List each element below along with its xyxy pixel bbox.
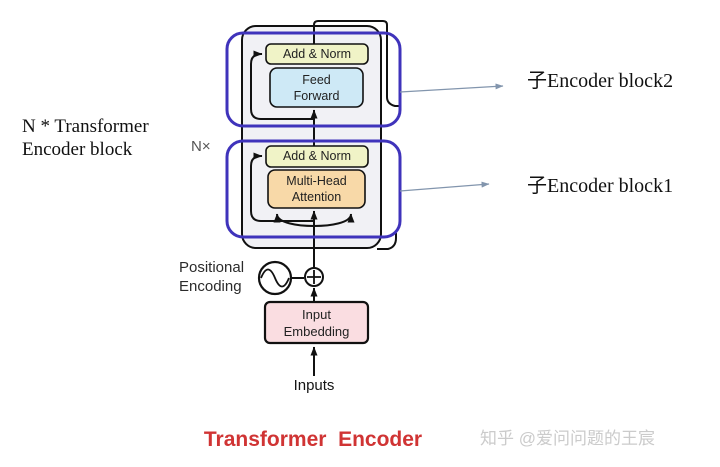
- positional-encoding-line1: Positional: [179, 259, 245, 276]
- input-embedding-line1: Input: [302, 306, 331, 322]
- input-embedding-label: Input Embedding: [265, 302, 368, 343]
- input-embedding-line2: Embedding: [283, 323, 350, 339]
- feed-forward-line1: Feed: [302, 72, 331, 87]
- left-note-line1: N * Transformer: [22, 116, 149, 137]
- multi-head-line1: Multi-Head: [286, 174, 347, 188]
- diagram-title: Transformer Encoder: [203, 428, 423, 451]
- encoder-output-line: [313, 20, 399, 107]
- input-embedding-box: [263, 300, 370, 345]
- positional-encoding-label: Positional Encoding: [179, 258, 244, 296]
- attention-fan-left-arrow: [273, 213, 315, 227]
- add-norm-top-label: Add & Norm: [282, 47, 352, 61]
- add-norm-bottom-label: Add & Norm: [282, 149, 352, 163]
- cropped-connector-line: [377, 233, 397, 250]
- residual-arrow-top: [250, 50, 314, 120]
- feed-forward-line2: Forward: [293, 88, 340, 103]
- positional-encoding-line2: Encoding: [179, 278, 242, 295]
- annotation-arrow-block1: [399, 181, 490, 192]
- left-note-line2: Encoder block: [22, 139, 133, 160]
- residual-arrow-bottom: [250, 152, 314, 222]
- sub-encoder-block2-outline: [225, 31, 402, 128]
- attention-fan-right-arrow: [313, 213, 355, 227]
- inputs-label: Inputs: [293, 377, 335, 394]
- watermark: 知乎 @爱问问题的王宸: [480, 429, 655, 448]
- feed-forward-box: [269, 67, 364, 108]
- feed-forward-label: Feed Forward: [270, 68, 363, 107]
- add-norm-top-box: [265, 43, 369, 65]
- n-times-label: N×: [191, 138, 211, 155]
- sub-encoder-block2-label: 子Encoder block2: [527, 70, 674, 92]
- sub-encoder-block1-label: 子Encoder block1: [527, 175, 674, 197]
- plus-sign-icon: [307, 270, 321, 284]
- left-note: N * Transformer Encoder block: [22, 115, 149, 161]
- multi-head-line2: Attention: [291, 190, 342, 204]
- add-norm-bottom-box: [265, 145, 369, 168]
- sub-encoder-block1-outline: [225, 139, 402, 239]
- multi-head-attention-label: Multi-Head Attention: [268, 170, 365, 208]
- multi-head-attention-box: [267, 169, 366, 209]
- annotation-arrow-block2: [399, 83, 504, 93]
- sine-wave-icon: [260, 268, 290, 288]
